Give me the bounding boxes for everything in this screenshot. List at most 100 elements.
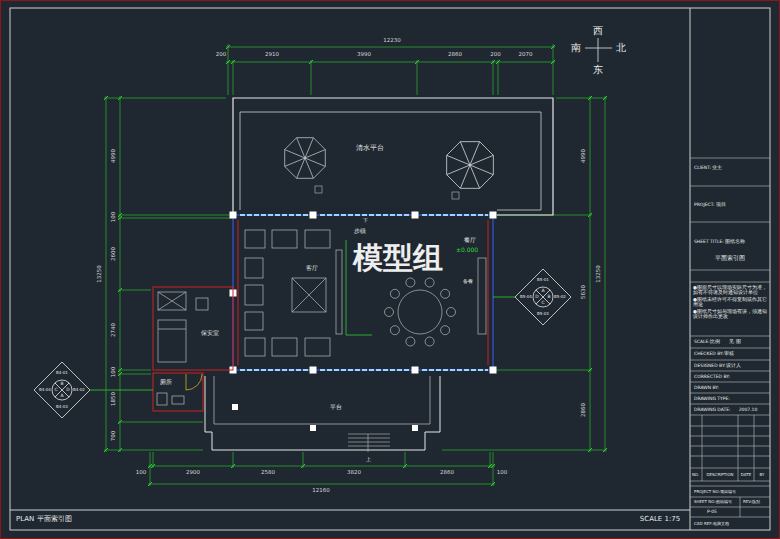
side-table [452,192,459,199]
dimension-text: 12160 [312,488,330,494]
dimension-text: 100 [136,470,147,476]
platform-outline [233,98,553,215]
index-code: B4-02 [73,388,85,392]
room-label: 步级 [354,228,366,234]
column [490,212,497,219]
armchair [245,230,265,248]
index-code: B5-04 [520,295,532,299]
stair-note: 上 [366,457,371,462]
dimension-text: 100 [111,211,117,222]
index-code: B5-03 [537,312,549,316]
index-code: B5-01 [537,278,549,282]
room-label: 厕所 [160,379,172,385]
drawing-frame [10,8,770,530]
title-block-text: PROJECT NO:项目编号 [694,490,736,494]
compass-label: 北 [616,43,626,53]
table-header: DATE [741,473,751,477]
dimension-text: 3820 [347,470,361,476]
index-circle [52,380,72,400]
dimension-ticks [226,45,555,64]
note-text: ●图纸未经许可不得复制或作其它用途 [693,297,768,307]
dimension-ticks [148,464,495,486]
room-label: 备餐 [463,279,473,284]
index-letter: C [54,388,57,393]
dimension-text: 700 [111,431,117,442]
note-text: ●图纸尺寸如与现场有误，须通知设计师作出更改 [693,309,768,319]
dimension-text: 13250 [596,265,602,283]
serving-counter [478,258,486,334]
security-room-wall [153,287,233,370]
index-diamond [515,269,571,325]
dimension-text: 2740 [111,323,117,337]
side-wall-line [238,220,488,365]
dimension-ticks [588,96,607,452]
dining-chair [390,289,399,298]
top-dimension [226,44,555,95]
armchair [305,230,330,248]
living-furniture [245,230,342,356]
window-line [240,215,488,370]
index-symbol [34,362,90,418]
index-code: B5-02 [554,295,566,299]
umbrella-symbol [447,142,494,189]
stair-note: 下 [363,218,368,223]
umbrella-symbol [285,138,326,179]
armchair [305,338,330,356]
title-block-grid [690,158,770,517]
post [412,425,418,431]
table-header: DESCRIPTION [706,473,733,477]
title-block-text: 2007.10 [739,407,758,412]
umbrella-outline [285,138,326,179]
dining-chair [406,337,415,346]
bed [158,320,186,362]
wardrobe [158,292,186,310]
room-label: 平台 [330,404,342,410]
lower-platform-inner [214,376,430,424]
room-label: 客厅 [306,265,318,271]
platform-inner-line [240,112,541,210]
column [490,367,497,374]
column [310,212,317,219]
toilet-bowl [157,393,167,405]
column [230,212,237,219]
index-diamond [34,362,90,418]
dimension-text: 2900 [186,470,200,476]
dimension-text: 200 [490,52,501,58]
title-block-text: DESIGNED BY:设计人 [694,363,741,368]
index-code: B4-03 [56,405,68,409]
index-symbol [515,269,571,325]
post [310,425,316,431]
dimension-ticks [104,96,122,452]
dimension-text: 3990 [357,52,371,58]
dimension-text: 2860 [440,470,454,476]
post [232,404,238,410]
compass-cross [585,38,612,62]
index-letter: A [541,289,544,294]
umbrella-ribs [447,142,494,189]
index-code: B4-01 [56,371,68,375]
bed-pillow-line [158,329,186,330]
armchair [245,312,263,330]
dimension-text: 12230 [383,38,401,44]
dimension-text: 100 [111,367,117,378]
dimension-text: 2910 [265,52,279,58]
index-letter: B [60,382,63,387]
index-letter: C [541,301,544,306]
title-block-text: REV:版别 [743,500,760,504]
dining-chair [441,289,450,298]
room-label: 餐厅 [464,237,476,243]
column [412,367,419,374]
title-block-text: CORRECTED BY: [694,374,730,379]
title-strip-edge [10,510,690,511]
coffee-table [292,278,326,312]
armchair [245,338,265,356]
dining-chair [441,326,450,335]
dimension-text: 100 [497,470,508,476]
dining-chair [425,337,434,346]
title-block-edge [690,8,691,530]
room-label: 保安室 [201,330,219,336]
column [310,367,317,374]
dimension-lines [104,44,607,486]
index-letter: A [60,394,63,399]
dimension-text: 13250 [97,265,103,283]
